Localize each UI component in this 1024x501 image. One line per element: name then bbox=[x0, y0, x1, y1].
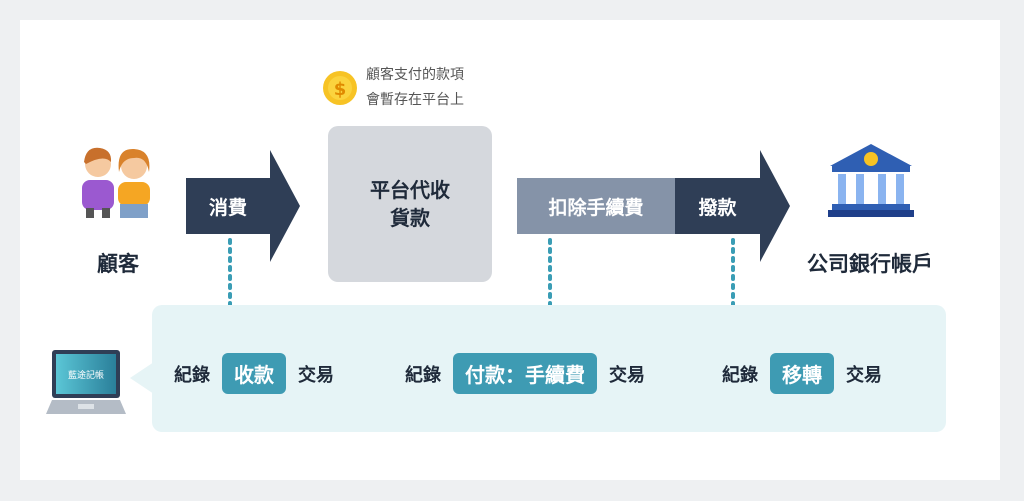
record-tag: 付款：手續費 bbox=[453, 353, 597, 394]
platform-note: 顧客支付的款項會暫存在平台上 bbox=[366, 63, 464, 113]
note-line2: 會暫存在平台上 bbox=[366, 92, 464, 108]
record-suffix: 交易 bbox=[298, 364, 334, 386]
record-prefix: 紀錄 bbox=[405, 364, 441, 386]
record-prefix: 紀錄 bbox=[722, 364, 758, 386]
platform-line2: 貨款 bbox=[390, 206, 430, 230]
transfer-arrow bbox=[675, 150, 790, 262]
bank-label: 公司銀行帳戶 bbox=[807, 252, 933, 276]
record-row-2: 紀錄付款：手續費交易 bbox=[405, 353, 645, 394]
platform-box: 平台代收貨款 bbox=[328, 126, 492, 282]
platform-line1: 平台代收 bbox=[370, 178, 450, 202]
panel-pointer bbox=[130, 362, 154, 394]
record-suffix: 交易 bbox=[846, 364, 882, 386]
customer-label: 顧客 bbox=[97, 252, 139, 276]
record-suffix: 交易 bbox=[609, 364, 645, 386]
laptop-brand: 藍途記帳 bbox=[68, 369, 104, 381]
pay-arrow-label: 消費 bbox=[208, 196, 247, 219]
coin-icon: $ bbox=[323, 71, 357, 105]
pay-arrow bbox=[186, 150, 300, 262]
svg-text:$: $ bbox=[334, 79, 347, 100]
customers-icon bbox=[82, 147, 150, 218]
transfer-arrow-label: 撥款 bbox=[698, 196, 737, 219]
fee-bar: 扣除手續費 bbox=[517, 178, 675, 234]
record-tag: 移轉 bbox=[770, 353, 834, 394]
record-row-3: 紀錄移轉交易 bbox=[722, 353, 882, 394]
record-tag: 收款 bbox=[222, 353, 286, 394]
note-line1: 顧客支付的款項 bbox=[366, 67, 464, 83]
record-row-1: 紀錄收款交易 bbox=[174, 353, 334, 394]
laptop-icon: 藍途記帳 bbox=[46, 350, 126, 414]
record-prefix: 紀錄 bbox=[174, 364, 210, 386]
bank-icon bbox=[828, 144, 914, 217]
